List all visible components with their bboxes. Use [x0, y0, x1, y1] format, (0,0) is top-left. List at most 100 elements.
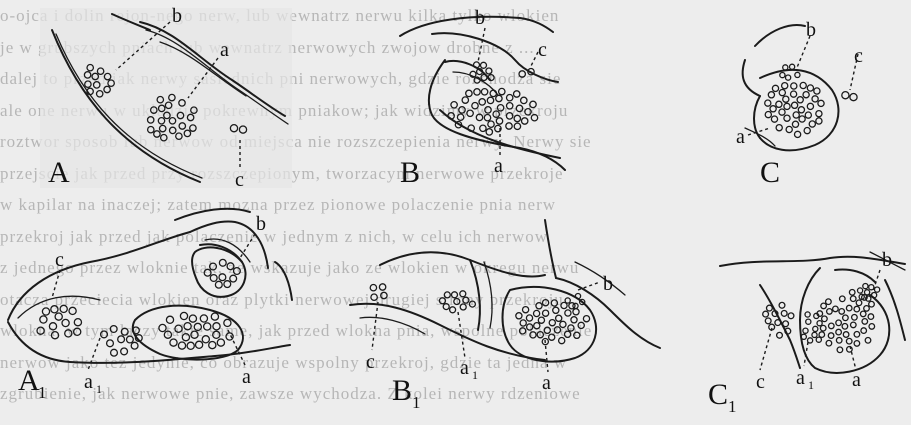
nerve-fibre: [782, 83, 788, 89]
nerve-fibre: [159, 324, 166, 331]
nerve-fibre: [506, 123, 512, 129]
cell-cluster-a: [765, 82, 824, 137]
nerve-fibre: [861, 328, 867, 334]
label-c-c: c: [854, 45, 863, 67]
nerve-fibre: [795, 72, 800, 77]
nerve-fibre: [783, 321, 789, 327]
nerve-fibre: [126, 336, 133, 343]
nerve-fibre: [836, 338, 842, 344]
nerve-fibre: [549, 320, 555, 326]
nerve-fibre: [544, 327, 550, 333]
nerve-fibre: [786, 126, 792, 132]
nerve-fibre: [467, 110, 473, 116]
label-c1-b: b: [882, 249, 892, 271]
nerve-fibre: [779, 109, 785, 115]
nerve-fibre: [862, 319, 868, 325]
nerve-fibre: [565, 331, 571, 337]
nerve-fibre: [856, 300, 862, 306]
nerve-fibre: [164, 331, 171, 338]
nerve-fibre: [839, 309, 845, 315]
nerve-fibre: [784, 115, 790, 121]
nerve-fibre: [519, 71, 525, 77]
nerve-fibre: [829, 323, 835, 329]
nerve-fibre: [854, 332, 860, 338]
nerve-fibre: [804, 128, 810, 134]
nerve-fibre: [571, 317, 577, 323]
nerve-fibre: [807, 103, 813, 109]
nerve-fibre: [565, 298, 570, 303]
nerve-fibre: [875, 287, 880, 292]
nerve-fibre: [850, 296, 856, 302]
nerve-fibre: [776, 125, 782, 131]
nerve-fibre: [797, 97, 803, 103]
nerve-fibre: [451, 102, 457, 108]
nerve-fibre: [768, 92, 774, 98]
nerve-fibre: [776, 101, 782, 107]
nerve-fibre: [514, 115, 520, 121]
nerve-fibre: [863, 284, 868, 289]
nerve-fibre: [842, 324, 848, 330]
nerve-fibre: [869, 324, 875, 330]
nerve-fibre: [213, 331, 220, 338]
nerve-fibre: [837, 347, 843, 353]
nerve-fibre: [481, 75, 487, 81]
nerve-fibre: [497, 105, 503, 111]
nerve-fibre: [516, 105, 522, 111]
nerve-fibre: [443, 304, 449, 310]
nerve-fibre: [523, 307, 529, 313]
nerve-fibre: [211, 313, 218, 320]
label-c1-a1: a: [796, 367, 805, 389]
label-c1-c: c: [756, 371, 765, 393]
nerve-fibre: [816, 337, 821, 342]
nerve-fibre: [189, 315, 196, 322]
nerve-fibre: [820, 325, 826, 331]
panel-label-a1-sub: 1: [38, 383, 47, 402]
cell-cluster-c: [763, 302, 794, 338]
nerve-fibre: [62, 319, 69, 326]
panel-b: b c a B: [400, 7, 565, 189]
nerve-fibre: [807, 85, 813, 91]
nerve-fibre: [107, 340, 114, 347]
panel-c: b c a C: [736, 19, 863, 189]
nerve-fibre: [865, 290, 870, 295]
label-a1-c: c: [55, 249, 64, 271]
label-a-b: b: [172, 5, 182, 27]
nerve-fibre: [60, 305, 67, 312]
nerve-fibre: [792, 102, 798, 108]
nerve-fibre: [178, 342, 185, 349]
nerve-fibre: [121, 348, 128, 355]
nerve-fibre: [779, 90, 785, 96]
nerve-fibre: [852, 315, 858, 321]
nerve-fibre: [818, 100, 824, 106]
nerve-fibre: [530, 332, 536, 338]
nerve-fibre: [49, 323, 56, 330]
nerve-fibre: [444, 292, 450, 298]
nerve-fibre: [459, 107, 465, 113]
label-b1-a1: a: [460, 357, 469, 379]
nerve-fibre: [777, 332, 783, 338]
nerve-fibre: [370, 285, 376, 291]
nerve-fibre: [209, 342, 216, 349]
nerve-fibre: [843, 315, 849, 321]
nerve-fibre: [191, 331, 198, 338]
nerve-fibre: [851, 322, 857, 328]
nerve-fibre: [476, 114, 482, 120]
nerve-fibre: [583, 316, 589, 322]
nerve-fibre: [828, 333, 834, 339]
nerve-fibre: [534, 310, 540, 316]
nerve-fibre: [543, 310, 549, 316]
nerve-fibre: [496, 118, 502, 124]
nerve-fibre: [534, 323, 540, 329]
nerve-fibre: [771, 116, 777, 122]
panel-label-b1-sub: 1: [412, 393, 421, 412]
nerve-fibre: [219, 274, 226, 281]
nerve-fibre: [843, 332, 849, 338]
panel-label-c1: C: [708, 378, 728, 411]
nerve-fibre: [51, 306, 58, 313]
nerve-fibre: [549, 334, 555, 340]
nerve-fibre: [522, 118, 528, 124]
nerve-fibre: [200, 315, 207, 322]
nerve-fibre: [381, 292, 387, 298]
nerve-fibre: [775, 320, 781, 326]
cell-cluster-c: [370, 284, 387, 301]
